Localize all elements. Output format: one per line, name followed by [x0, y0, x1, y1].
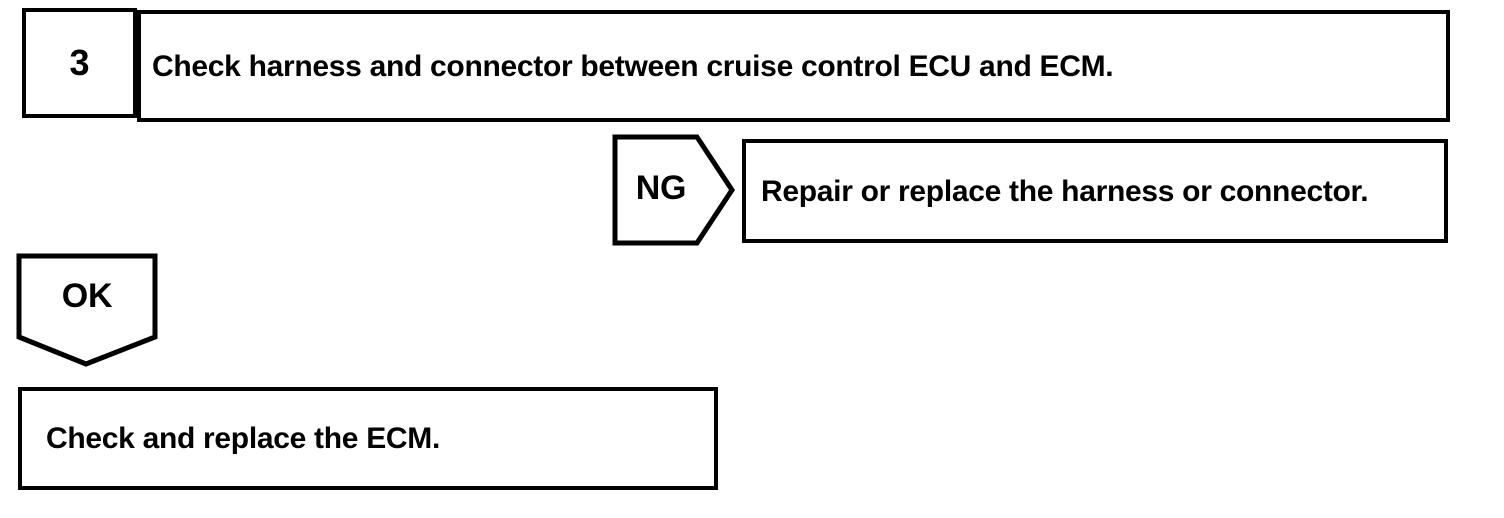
- ng-action-box: Repair or replace the harness or connect…: [742, 139, 1448, 243]
- final-action-box: Check and replace the ECM.: [18, 387, 718, 490]
- step-instruction-box: Check harness and connector between crui…: [137, 10, 1450, 122]
- ok-label: OK: [61, 276, 113, 315]
- ng-label: NG: [635, 168, 687, 207]
- ng-action-text: Repair or replace the harness or connect…: [761, 174, 1369, 208]
- step-instruction-text: Check harness and connector between crui…: [152, 49, 1114, 83]
- step-number-box: 3: [22, 8, 137, 118]
- ng-connector: [612, 134, 735, 246]
- step-number: 3: [69, 42, 90, 83]
- ng-connector-shape: [612, 134, 735, 246]
- final-action-text: Check and replace the ECM.: [46, 422, 440, 455]
- ok-connector-shape: [16, 253, 158, 367]
- ok-connector: [16, 253, 158, 367]
